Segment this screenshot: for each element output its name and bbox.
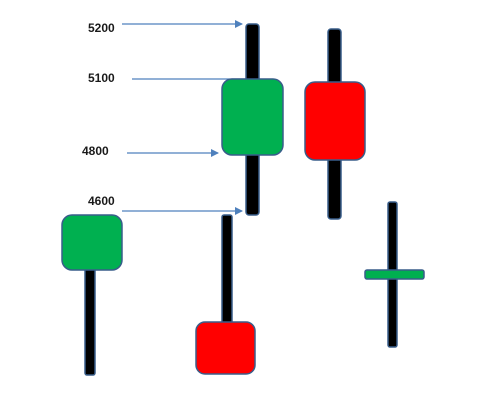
candle-wick (84, 261, 96, 376)
candle-body (364, 269, 425, 280)
price-label-low: 4600 (88, 194, 115, 208)
price-label-high: 5200 (88, 21, 115, 35)
candle-green-hammer (61, 214, 123, 376)
candle-body (61, 214, 123, 271)
candle-body (304, 81, 366, 161)
price-label-open: 5100 (88, 71, 115, 85)
price-label-close: 4800 (82, 144, 109, 158)
candle-wick (221, 214, 233, 328)
candle-annotated-green (221, 23, 284, 216)
candle-body (195, 321, 256, 375)
candle-body (221, 78, 284, 156)
candle-red-upper (304, 28, 366, 220)
candle-red-inverted (195, 214, 256, 375)
candle-doji (364, 201, 425, 348)
